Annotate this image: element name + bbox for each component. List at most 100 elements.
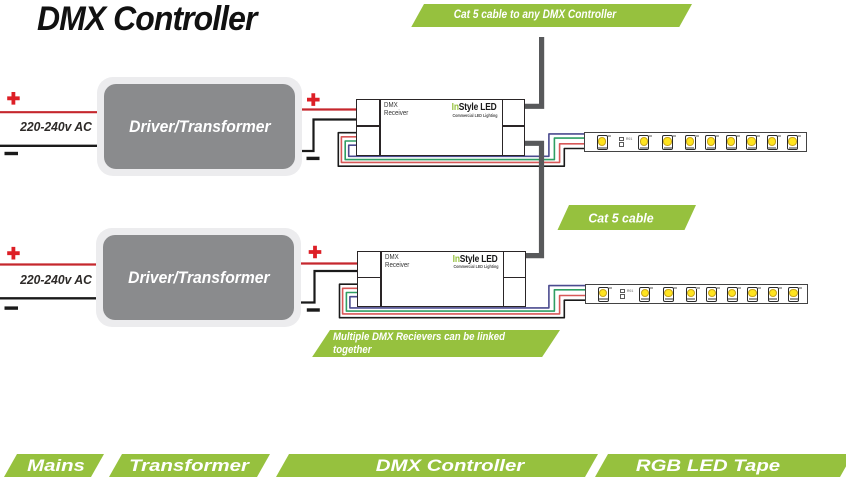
transformer-2-body: Driver/Transformer xyxy=(103,235,294,320)
brand-suffix: Style LED xyxy=(459,102,497,113)
led-chip xyxy=(747,137,756,146)
row1-led-wire-red xyxy=(340,136,586,164)
led-module xyxy=(662,134,677,150)
banner-bottom-line1: Multiple DMX Recievers can be linked xyxy=(333,331,505,344)
row2-ac-voltage-label: 220-240v AC xyxy=(20,271,92,287)
row1-right-plus-icon xyxy=(307,93,320,106)
receiver-1-brand: InStyle LED Commercial LED Lighting xyxy=(423,97,527,118)
page-title: DMX Controller xyxy=(37,0,257,38)
dmx-receiver-1: DMX Receiver InStyle LED Commercial LED … xyxy=(355,97,527,156)
transformer-2-label: Driver/Transformer xyxy=(127,267,270,287)
led-module xyxy=(638,134,653,150)
receiver-1-left-terminal-split xyxy=(356,125,381,127)
row2-left-minus-icon xyxy=(4,306,18,310)
led-chip xyxy=(727,137,736,146)
legend-mains-label: Mains xyxy=(26,455,85,475)
led-tape-2-resistor-label: R01 xyxy=(627,288,634,293)
led-chip xyxy=(748,289,757,298)
led-chip xyxy=(640,289,649,298)
row1-right-minus-icon xyxy=(306,156,320,161)
receiver-2-brand: InStyle LED Commercial LED Lighting xyxy=(424,249,528,270)
receiver-1-name: DMX Receiver xyxy=(384,102,408,117)
led-module xyxy=(663,286,678,302)
row2-dc-negative-wire xyxy=(298,269,357,304)
led-module xyxy=(705,134,720,150)
banner-bottom-label: Multiple DMX Recievers can be linked tog… xyxy=(333,331,524,356)
led-module xyxy=(747,286,762,302)
row1-wires xyxy=(0,92,586,167)
brand-prefix: In xyxy=(453,253,461,265)
receiver-2-left-terminal-split xyxy=(357,276,382,279)
row1-led-wire-green xyxy=(344,137,586,161)
led-chip xyxy=(663,137,672,146)
led-module xyxy=(706,286,721,302)
led-module xyxy=(597,134,611,150)
row2-led-wire-blue xyxy=(349,284,587,309)
brand-prefix: In xyxy=(452,102,460,113)
resistor-pad xyxy=(618,136,624,142)
led-module xyxy=(639,286,654,302)
row2-led-wire-green xyxy=(345,289,587,312)
receiver-1-right-terminal-divider xyxy=(502,100,504,155)
receiver-2-name: DMX Receiver xyxy=(385,254,409,269)
led-module xyxy=(787,134,802,150)
row2-led-wire-black xyxy=(338,283,587,319)
cat5-cable-to-banner xyxy=(525,37,545,109)
row1-led-wire-blue xyxy=(347,133,586,158)
receiver-1-left-terminal-divider xyxy=(379,100,381,155)
led-tape-2-resistor xyxy=(619,288,625,300)
receiver-1-name-line2: Receiver xyxy=(384,110,409,118)
led-module xyxy=(766,134,781,150)
receiver-1-brand-tagline: Commercial LED Lighting xyxy=(451,112,498,118)
led-tape-2: R01 xyxy=(585,283,808,304)
receiver-1-right-terminal-split xyxy=(502,125,524,127)
receiver-2-left-terminal-divider xyxy=(380,251,382,306)
led-chip xyxy=(789,289,798,298)
legend-rgb-led-tape-label: RGB LED Tape xyxy=(636,455,781,475)
led-chip xyxy=(685,137,694,146)
led-chip xyxy=(728,289,737,298)
receiver-2-brand-tagline: Commercial LED Lighting xyxy=(452,264,499,269)
row2-wires xyxy=(0,245,587,319)
row2-right-plus-icon xyxy=(308,245,322,259)
led-chip xyxy=(686,289,695,298)
led-chip xyxy=(788,137,797,146)
receiver-2-name-line2: Receiver xyxy=(385,261,410,269)
led-chip xyxy=(707,289,716,298)
row2-led-wire-red xyxy=(341,287,587,315)
brand-suffix: Style LED xyxy=(460,253,498,265)
led-module xyxy=(746,134,761,150)
resistor-pad xyxy=(619,288,625,294)
receiver-2-name-line1: DMX xyxy=(385,253,399,261)
led-chip xyxy=(767,137,777,146)
row1-left-plus-icon xyxy=(7,92,20,105)
transformer-1: Driver/Transformer xyxy=(97,77,302,176)
dmx-receiver-2: DMX Receiver InStyle LED Commercial LED … xyxy=(356,249,528,307)
resistor-pad xyxy=(618,142,624,147)
legend-dmx-controller-label: DMX Controller xyxy=(375,455,525,475)
banner-bottom-line2: together xyxy=(333,343,372,356)
led-chip xyxy=(664,289,673,298)
row1-led-wire-black xyxy=(337,131,586,167)
row1-dc-negative-wire xyxy=(298,118,356,153)
led-module xyxy=(788,286,803,302)
legend-transformer-label: Transformer xyxy=(128,455,249,475)
row1-ac-voltage-label: 220-240v AC xyxy=(20,119,92,134)
cat5-cable-link xyxy=(525,140,545,259)
receiver-1-brand-name: InStyle LED xyxy=(452,102,497,113)
receiver-2-brand-name: InStyle LED xyxy=(453,254,498,265)
banner-middle-label: Cat 5 cable xyxy=(588,210,654,225)
led-module xyxy=(726,286,741,302)
banner-top-label: Cat 5 cable to any DMX Controller xyxy=(453,9,617,22)
led-chip xyxy=(706,137,715,146)
row2-right-minus-icon xyxy=(306,308,320,312)
led-module xyxy=(685,286,700,302)
resistor-pad xyxy=(619,293,625,299)
transformer-2: Driver/Transformer xyxy=(96,228,301,327)
led-module xyxy=(598,286,612,302)
led-module xyxy=(725,134,740,150)
led-module xyxy=(767,286,782,302)
led-chip xyxy=(639,137,648,146)
